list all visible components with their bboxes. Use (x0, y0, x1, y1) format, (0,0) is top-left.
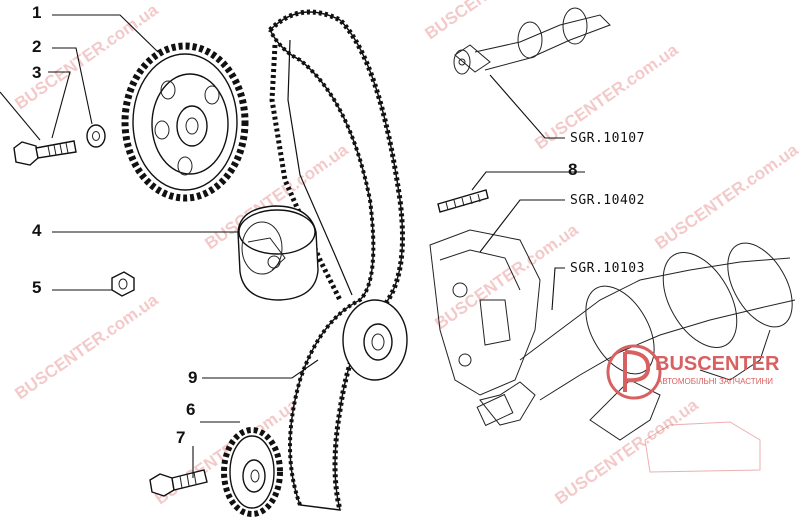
callout-6: 6 (186, 400, 195, 419)
ref-crankshaft: SGR.10103 (570, 261, 645, 276)
washer (86, 124, 106, 148)
camshaft-drawing (453, 7, 611, 75)
crank-bolt (149, 469, 208, 497)
crankcase-drawing (429, 229, 541, 396)
crankshaft-drawing (476, 242, 796, 441)
callout-4: 4 (32, 221, 42, 240)
buscenter-logo: BUSCENTER АВТОМОБІЛЬНІ ЗАПЧАСТИНИ (606, 344, 780, 473)
callout-7: 7 (176, 428, 185, 447)
ref-camshaft: SGR.10107 (570, 131, 645, 146)
timing-belt (268, 9, 405, 511)
crankshaft-sprocket (221, 427, 283, 517)
watermark-text: BUSCENTER.com.ua (551, 395, 702, 508)
callout-1: 1 (32, 3, 41, 22)
callout-2: 2 (32, 37, 41, 56)
logo-name: BUSCENTER (655, 353, 780, 375)
reference-labels: SGR.10107 SGR.10402 SGR.10103 (570, 131, 645, 276)
callout-5: 5 (32, 278, 41, 297)
logo-b-icon (623, 350, 651, 392)
bus-outline-icon (644, 421, 761, 473)
callout-8: 8 (568, 160, 577, 179)
tensioner-pulley (237, 205, 319, 301)
watermark-text: BUSCENTER.com.ua (421, 0, 572, 43)
nut (111, 271, 135, 297)
watermark-layer: BUSCENTER.com.ua BUSCENTER.com.ua BUSCEN… (11, 0, 800, 508)
crank-pulley (342, 299, 408, 381)
logo-ring-icon (606, 344, 662, 400)
callout-9: 9 (188, 368, 197, 387)
watermark-text: BUSCENTER.com.ua (651, 140, 800, 253)
callouts: 1 2 3 4 5 6 7 8 9 (32, 3, 577, 447)
stud (437, 189, 489, 213)
ref-crankcase: SGR.10402 (570, 193, 645, 208)
camshaft-sprocket (121, 42, 249, 202)
watermark-text: BUSCENTER.com.ua (11, 290, 162, 403)
logo-tagline: АВТОМОБІЛЬНІ ЗАПЧАСТИНИ (657, 377, 773, 386)
callout-3: 3 (32, 63, 41, 82)
bolt (13, 140, 77, 166)
leader-lines (0, 14, 585, 478)
